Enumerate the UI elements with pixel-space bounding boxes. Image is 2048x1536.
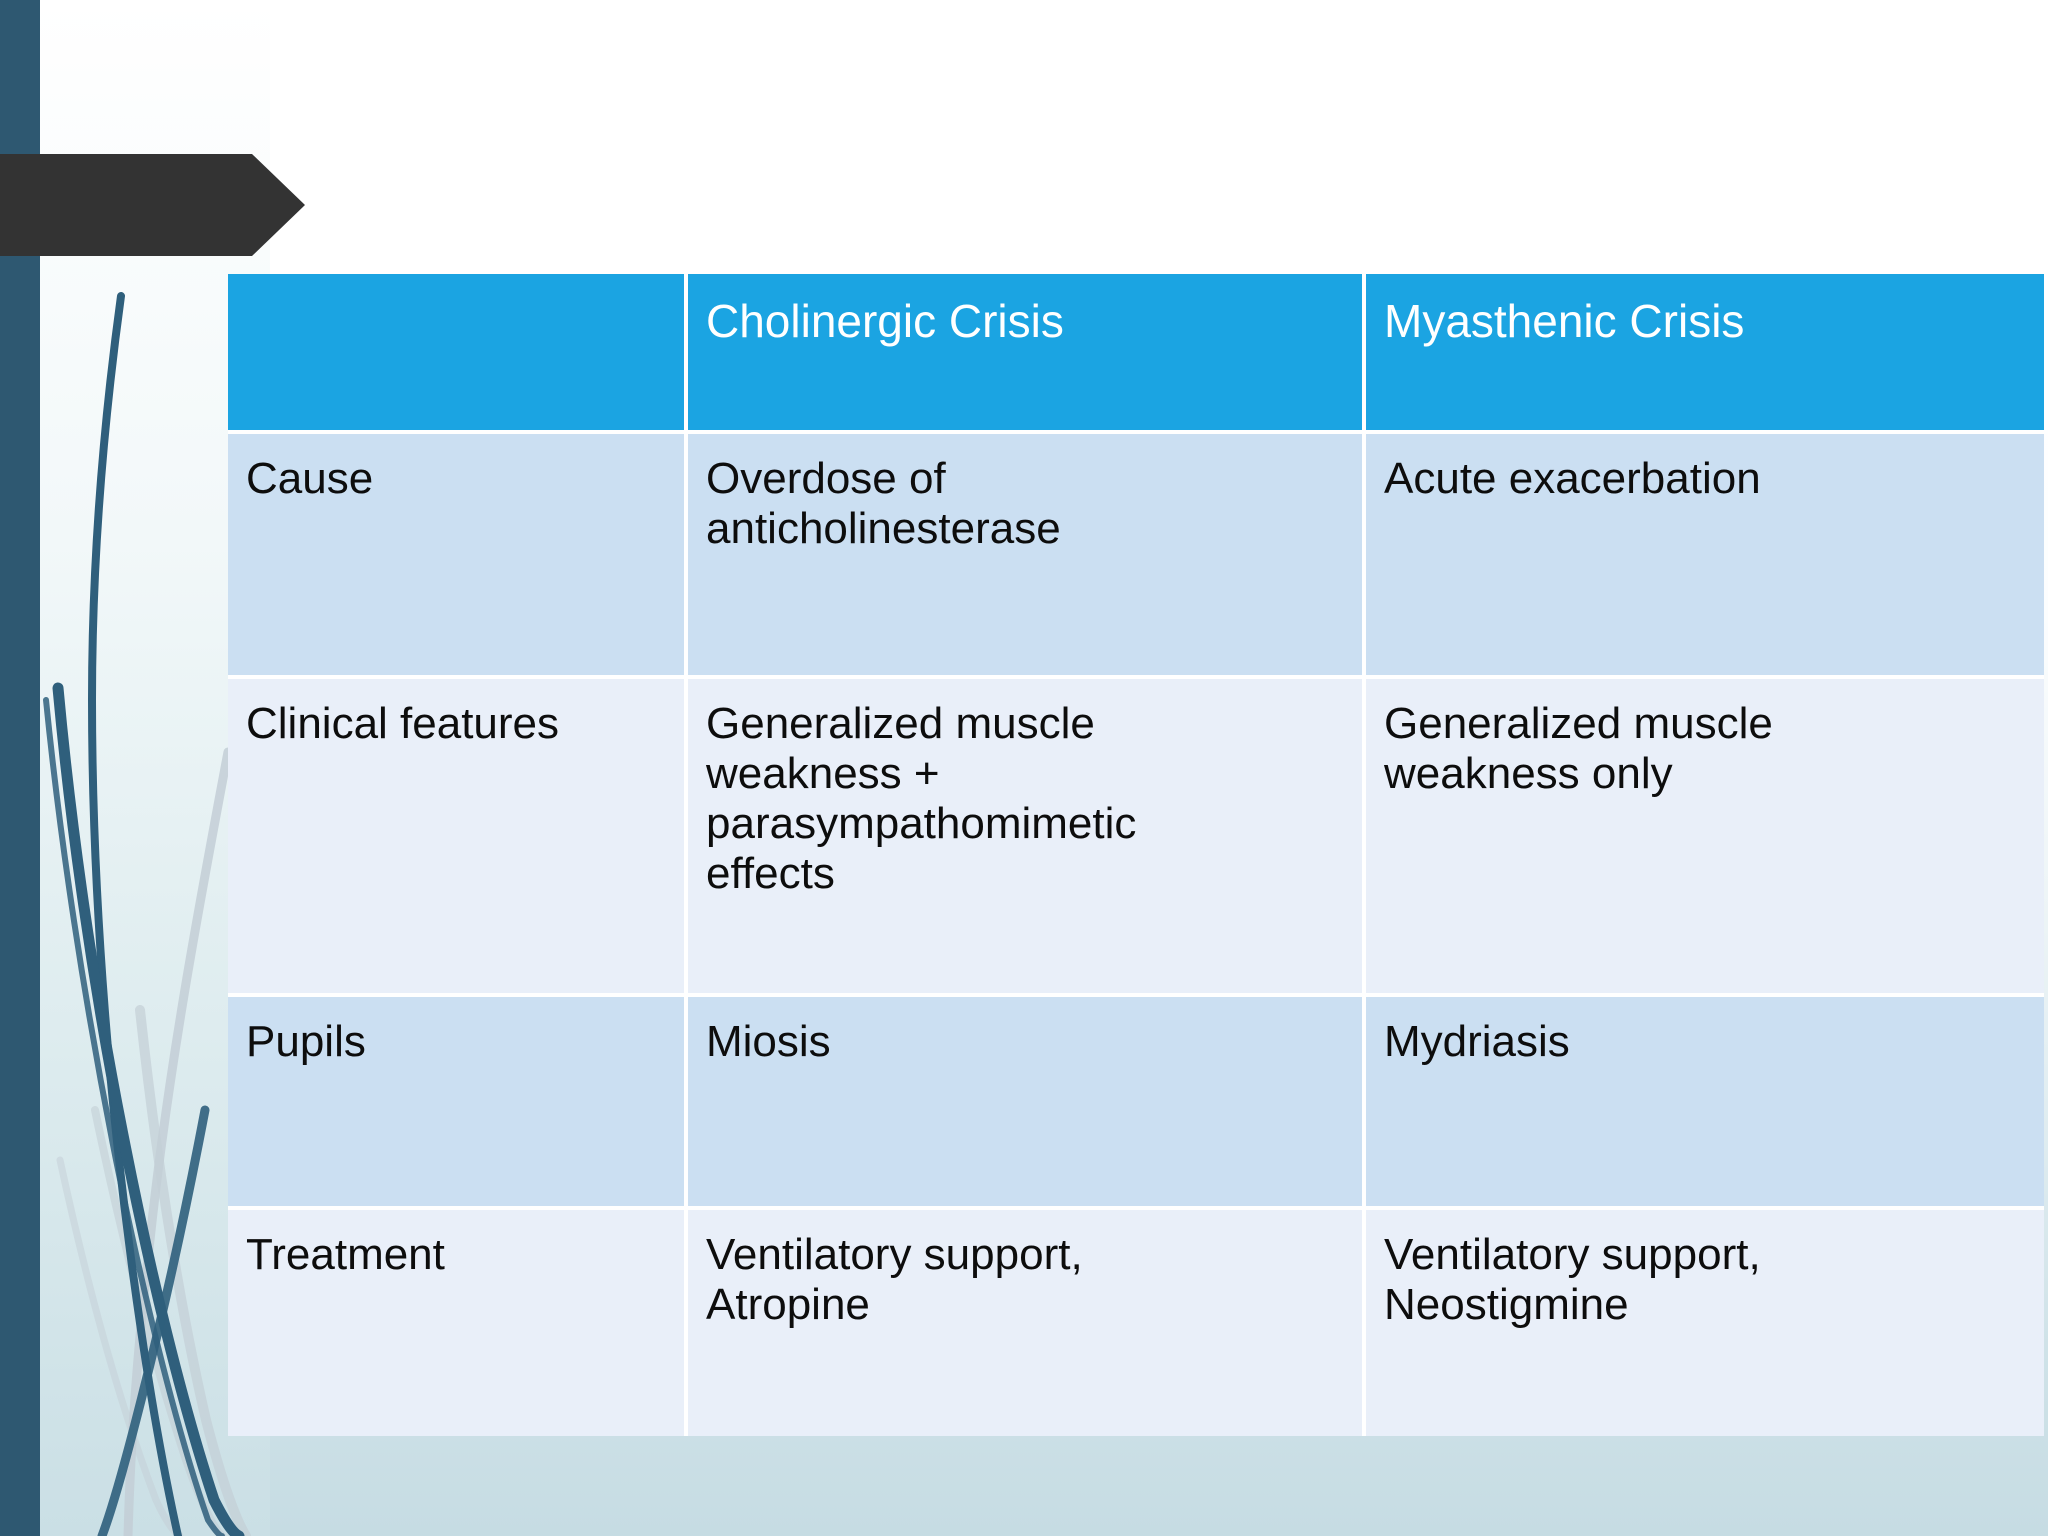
table-row: Treatment Ventilatory support, Atropine … (228, 1210, 2044, 1436)
header-cell-myasthenic-crisis: Myasthenic Crisis (1366, 274, 2044, 434)
table-header-row: Cholinergic Crisis Myasthenic Crisis (228, 274, 2044, 434)
table-row: Clinical features Generalized muscle wea… (228, 679, 2044, 997)
reed-strokes-light (56, 747, 251, 1536)
arrow-banner-shape (0, 154, 305, 256)
row-label-cause: Cause (228, 434, 688, 679)
cell-clinical-features-myasthenic: Generalized muscle weakness only (1366, 679, 2044, 997)
left-accent-bar (0, 0, 40, 1536)
cell-pupils-cholinergic: Miosis (688, 997, 1366, 1210)
row-label-clinical-features: Clinical features (228, 679, 688, 997)
table-row: Cause Overdose of anticholinesterase Acu… (228, 434, 2044, 679)
reed-strokes-dark (43, 292, 245, 1536)
header-cell-blank (228, 274, 688, 434)
crisis-comparison-table: Cholinergic Crisis Myasthenic Crisis Cau… (228, 274, 2044, 1436)
row-label-pupils: Pupils (228, 997, 688, 1210)
cell-treatment-myasthenic: Ventilatory support, Neostigmine (1366, 1210, 2044, 1436)
row-label-treatment: Treatment (228, 1210, 688, 1436)
cell-cause-myasthenic: Acute exacerbation (1366, 434, 2044, 679)
cell-cause-cholinergic: Overdose of anticholinesterase (688, 434, 1366, 679)
cell-treatment-cholinergic: Ventilatory support, Atropine (688, 1210, 1366, 1436)
table-row: Pupils Miosis Mydriasis (228, 997, 2044, 1210)
comparison-table-container: Cholinergic Crisis Myasthenic Crisis Cau… (228, 274, 2044, 1436)
cell-clinical-features-cholinergic: Generalized muscle weakness + parasympat… (688, 679, 1366, 997)
header-cell-cholinergic-crisis: Cholinergic Crisis (688, 274, 1366, 434)
cell-pupils-myasthenic: Mydriasis (1366, 997, 2044, 1210)
